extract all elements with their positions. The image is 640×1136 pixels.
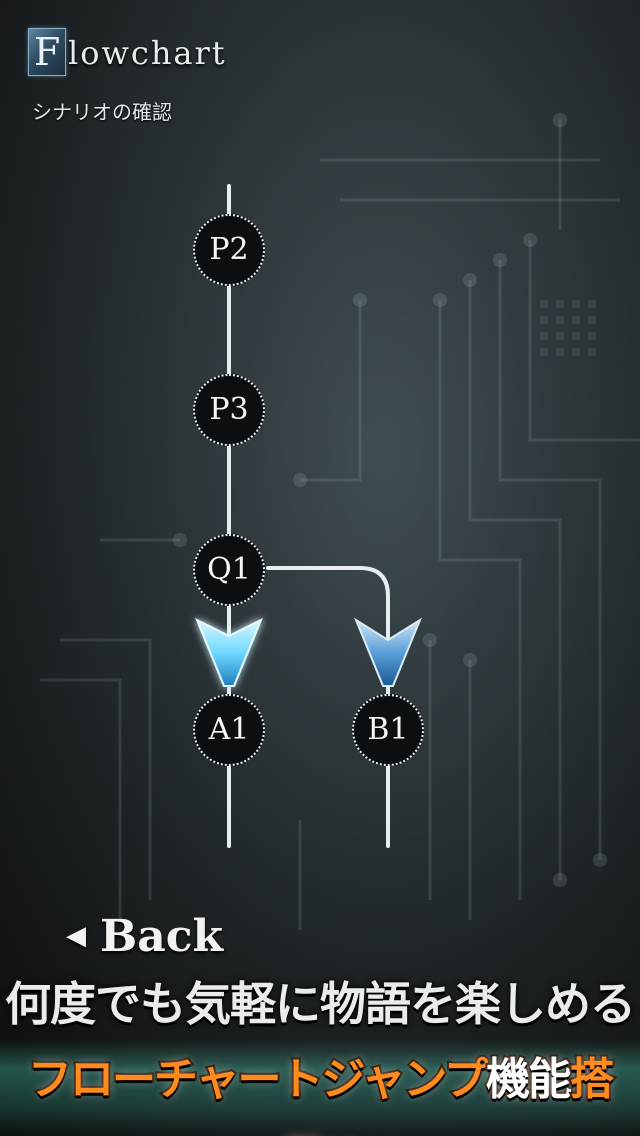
arrow-a1-icon (195, 617, 263, 687)
back-button[interactable]: ◀ Back (66, 908, 223, 964)
flowchart-logo: F (28, 28, 66, 76)
promo-glow (0, 1040, 640, 1136)
page-subtitle: シナリオの確認 (32, 100, 172, 124)
back-arrow-icon: ◀ (66, 921, 86, 951)
node-a1[interactable]: A1 (193, 694, 265, 766)
node-p2[interactable]: P2 (193, 214, 265, 286)
arrow-b1-icon (353, 617, 423, 687)
page-title: lowchart (68, 34, 227, 72)
node-p3[interactable]: P3 (193, 374, 265, 446)
promo-equipped: 搭載!! (279, 1052, 616, 1136)
node-b1[interactable]: B1 (352, 694, 424, 766)
back-label: Back (100, 910, 223, 962)
promo-feature-word: 機能 (484, 1052, 574, 1107)
node-q1[interactable]: Q1 (193, 534, 265, 606)
promo-feature-name: フローチャートジャンプ (26, 1052, 490, 1107)
promo-line-1: 何度でも気軽に物語を楽しめる (4, 976, 638, 1033)
promo-line-2: フローチャートジャンプ機能搭載!! (0, 1040, 640, 1136)
